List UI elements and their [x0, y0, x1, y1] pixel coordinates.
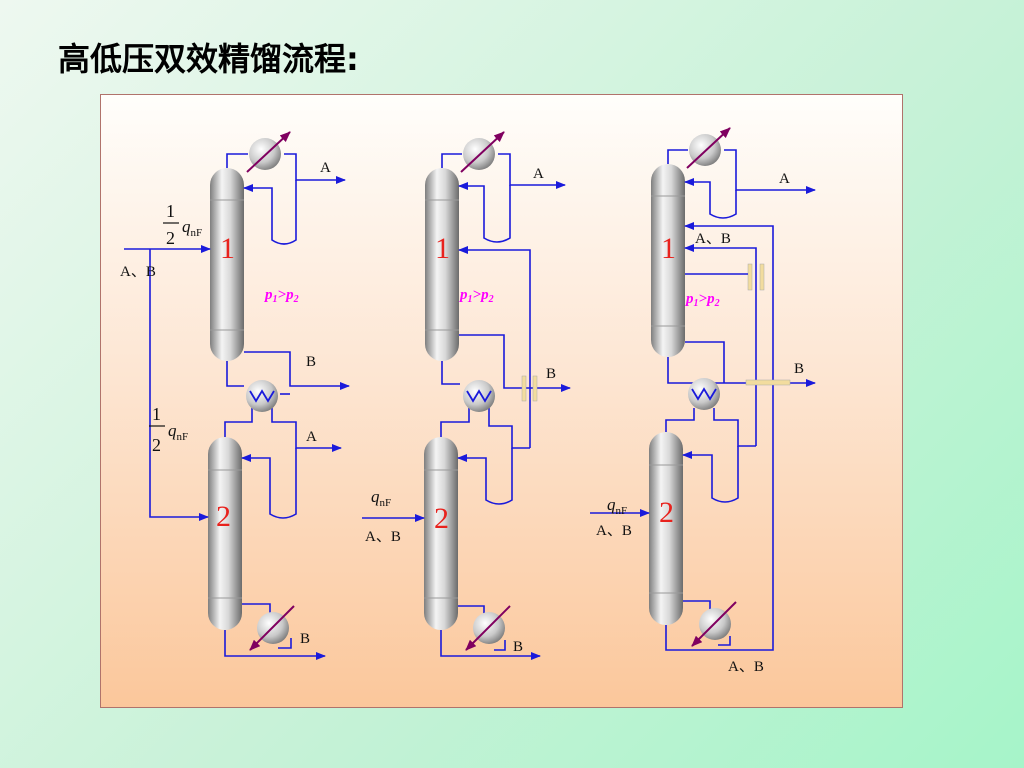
label-a-top-middle: A [533, 166, 544, 182]
column-1-right [651, 164, 685, 357]
reboiler-condenser-left [246, 380, 278, 412]
system-middle: 1 2 A B B A、B qnF p1>p2 [362, 131, 571, 660]
pressure-label-middle: p1>p2 [458, 287, 494, 305]
label-a-top-right: A [779, 171, 790, 187]
svg-text:1: 1 [166, 201, 175, 221]
system-right: 1 2 A A、B B A、B A、B qnF p1>p2 [590, 127, 816, 675]
column-1-label-middle: 1 [435, 232, 450, 265]
column-1-label-left: 1 [220, 232, 235, 265]
label-ab-side-right: A、B [695, 231, 731, 247]
reboiler-condenser-middle [463, 380, 495, 412]
svg-text:2: 2 [166, 228, 175, 248]
reboiler-condenser-right [688, 378, 720, 410]
feed-fraction-top: 1 2 qnF [163, 201, 202, 248]
label-b-mid-middle: B [546, 366, 556, 382]
label-b-mid-right: B [794, 361, 804, 377]
label-a-mid-left: A [306, 429, 317, 445]
column-2-label-right: 2 [659, 496, 674, 529]
label-feed-ab-left: A、B [120, 264, 156, 280]
column-1-left [210, 168, 244, 361]
column-2-label-middle: 2 [434, 502, 449, 535]
column-2-left [208, 437, 242, 630]
slide-title: 高低压双效精馏流程: [58, 40, 359, 78]
label-feed-ab-right: A、B [596, 523, 632, 539]
system-left: 1 2 A B A B A、B 1 2 qnF 1 2 qnF p1>p2 [120, 131, 350, 660]
label-b-bottom-middle: B [513, 639, 523, 655]
column-1-middle [425, 168, 459, 361]
pressure-label-left: p1>p2 [263, 287, 299, 305]
column-2-label-left: 2 [216, 500, 231, 533]
feed-fraction-bottom: 1 2 qnF [149, 404, 188, 455]
column-2-right [649, 432, 683, 625]
column-1-label-right: 1 [661, 232, 676, 265]
svg-text:qnF: qnF [168, 421, 188, 443]
label-feed-ab-middle: A、B [365, 529, 401, 545]
svg-text:1: 1 [152, 404, 161, 424]
svg-text:2: 2 [152, 435, 161, 455]
label-b-bottom-left: B [300, 631, 310, 647]
feed-q-middle: qnF [371, 487, 391, 509]
svg-text:qnF: qnF [182, 217, 202, 239]
feed-q-right: qnF [607, 495, 627, 517]
column-2-middle [424, 437, 458, 630]
pressure-label-right: p1>p2 [684, 291, 720, 309]
label-ab-bottom-right: A、B [728, 659, 764, 675]
label-b-mid-left: B [306, 354, 316, 370]
label-a-top-left: A [320, 160, 331, 176]
